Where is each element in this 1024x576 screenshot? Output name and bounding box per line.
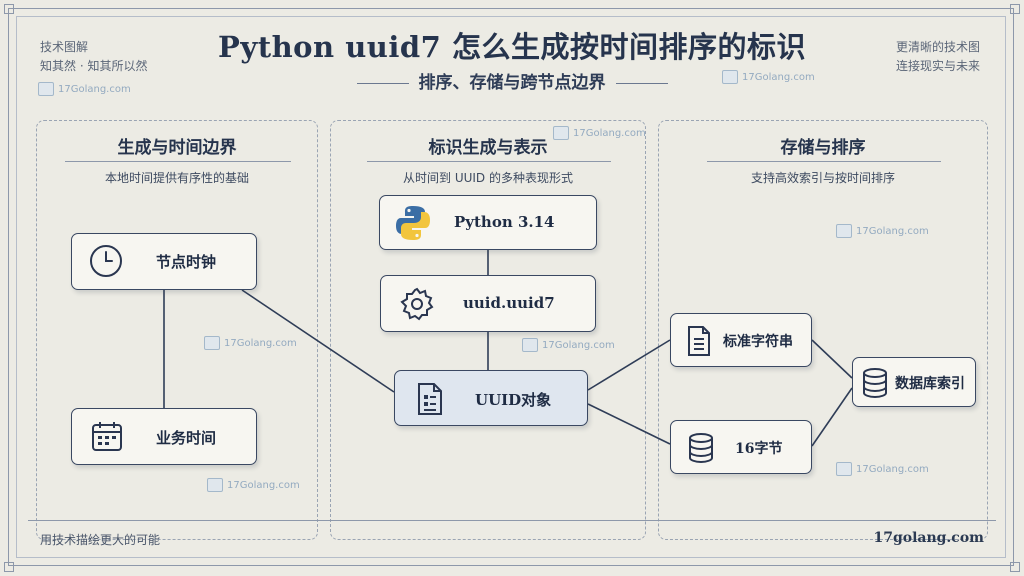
database-icon bbox=[687, 432, 715, 464]
panel-description: 本地时间提供有序性的基础 bbox=[104, 171, 249, 185]
page-title: Python uuid7 怎么生成按时间排序的标识 bbox=[218, 30, 806, 64]
panel-generation: 生成与时间边界 本地时间提供有序性的基础 bbox=[36, 120, 318, 540]
panel-title-rule bbox=[65, 161, 291, 162]
watermark-logo-icon bbox=[553, 126, 569, 140]
panel-description: 支持高效索引与按时间排序 bbox=[750, 171, 895, 185]
watermark-logo-icon bbox=[207, 478, 223, 492]
node-label: 节点时钟 bbox=[156, 253, 217, 271]
outer-frame bbox=[8, 8, 1014, 566]
corner-ornament bbox=[1010, 4, 1020, 14]
subtitle-rule-right bbox=[615, 83, 668, 84]
python-logo-icon bbox=[394, 204, 432, 242]
node-label: Python 3.14 bbox=[454, 213, 555, 231]
panel-identifier: 标识生成与表示 从时间到 UUID 的多种表现形式 bbox=[330, 120, 646, 540]
corner-ornament bbox=[4, 562, 14, 572]
node-label: uuid.uuid7 bbox=[463, 294, 555, 312]
edge-uuid-object-to-bytes bbox=[587, 403, 671, 445]
edge-bytes-to-db-index bbox=[811, 387, 853, 447]
panel-title: 生成与时间边界 bbox=[117, 138, 237, 158]
bytes16-box: 16字节 bbox=[670, 420, 812, 474]
node-clock-box: 节点时钟 bbox=[71, 233, 257, 290]
std-string-box: 标准字符串 bbox=[670, 313, 812, 367]
node-label: 数据库索引 bbox=[895, 376, 965, 392]
db-index-box: 数据库索引 bbox=[852, 357, 976, 407]
left-note-line1: 技术图解 bbox=[40, 40, 89, 54]
calendar-icon bbox=[90, 419, 124, 453]
watermark: 17Golang.com bbox=[522, 338, 615, 352]
watermark: 17Golang.com bbox=[836, 462, 929, 476]
subtitle: 排序、存储与跨节点边界 bbox=[0, 68, 1024, 93]
left-note: 技术图解 知其然 · 知其所以然 bbox=[40, 38, 147, 76]
watermark-logo-icon bbox=[522, 338, 538, 352]
watermark: 17Golang.com bbox=[722, 70, 815, 84]
inner-frame bbox=[16, 16, 1006, 558]
edge-clock-to-uuid-object bbox=[241, 289, 395, 393]
watermark-logo-icon bbox=[836, 462, 852, 476]
node-label: 业务时间 bbox=[156, 429, 217, 447]
panel-storage: 存储与排序 支持高效索引与按时间排序 bbox=[658, 120, 988, 540]
watermark: 17Golang.com bbox=[553, 126, 646, 140]
node-label: 标准字符串 bbox=[723, 334, 793, 350]
panel-title: 存储与排序 bbox=[780, 138, 866, 158]
database-icon bbox=[861, 367, 889, 399]
footer-site: 17golang.com bbox=[873, 530, 984, 546]
subtitle-text: 排序、存储与跨节点边界 bbox=[418, 73, 606, 93]
left-note-line2: 知其然 · 知其所以然 bbox=[40, 59, 148, 73]
corner-ornament bbox=[1010, 562, 1020, 572]
panel-title-rule bbox=[367, 161, 611, 162]
right-note-line1: 更清晰的技术图 bbox=[896, 40, 981, 54]
right-note: 更清晰的技术图 连接现实与未来 bbox=[896, 38, 980, 76]
panel-title-rule bbox=[707, 161, 941, 162]
watermark-logo-icon bbox=[204, 336, 220, 350]
python-box: Python 3.14 bbox=[379, 195, 597, 250]
footer-rule bbox=[28, 520, 996, 521]
subtitle-rule-left bbox=[356, 83, 409, 84]
panel-title: 标识生成与表示 bbox=[428, 138, 548, 158]
uuid7-box: uuid.uuid7 bbox=[380, 275, 596, 332]
watermark-logo-icon bbox=[722, 70, 738, 84]
watermark: 17Golang.com bbox=[207, 478, 300, 492]
uuid-object-box: UUID对象 bbox=[394, 370, 588, 426]
watermark: 17Golang.com bbox=[38, 82, 131, 96]
gear-icon bbox=[399, 286, 435, 322]
node-label: 16字节 bbox=[735, 441, 783, 457]
document-icon bbox=[685, 325, 713, 357]
watermark-logo-icon bbox=[38, 82, 54, 96]
edge-uuid-object-to-string bbox=[587, 339, 671, 391]
node-label: UUID对象 bbox=[475, 391, 552, 409]
business-time-box: 业务时间 bbox=[71, 408, 257, 465]
footer-slogan: 用技术描绘更大的可能 bbox=[40, 533, 161, 547]
watermark-logo-icon bbox=[836, 224, 852, 238]
edge-string-to-db-index bbox=[811, 339, 853, 379]
watermark: 17Golang.com bbox=[204, 336, 297, 350]
watermark: 17Golang.com bbox=[836, 224, 929, 238]
document-icon bbox=[415, 382, 445, 416]
clock-icon bbox=[88, 243, 124, 279]
panel-description: 从时间到 UUID 的多种表现形式 bbox=[403, 171, 573, 185]
right-note-line2: 连接现实与未来 bbox=[896, 59, 981, 73]
corner-ornament bbox=[4, 4, 14, 14]
